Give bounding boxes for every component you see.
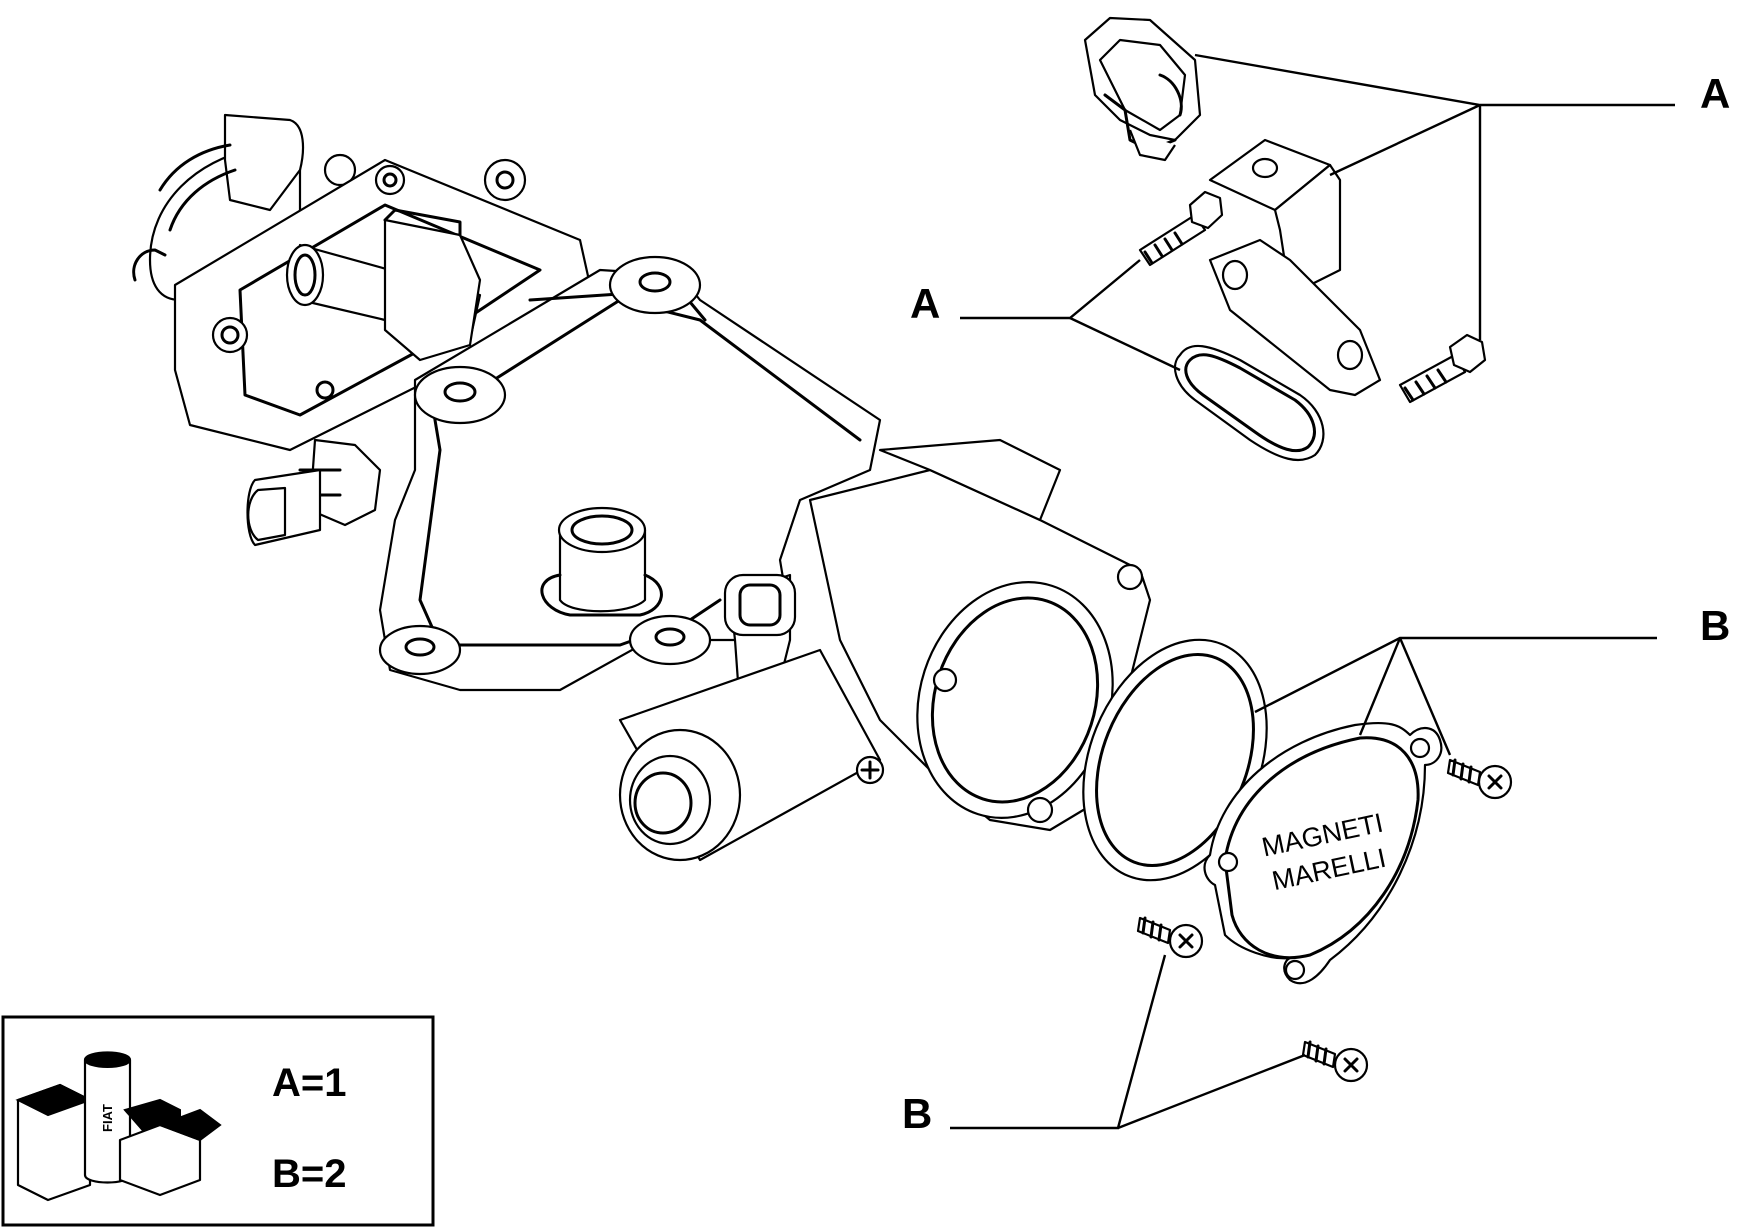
mounting-bracket	[1208, 138, 1382, 397]
callout-label-a-top: A	[1700, 70, 1730, 117]
fiat-logo-label: FIAT	[100, 1104, 115, 1132]
leader-lines	[950, 53, 1675, 1130]
screw-b-right	[1446, 758, 1513, 800]
callout-label-b-right: B	[1700, 602, 1730, 649]
cover-plate: MAGNETI MARELLI	[1203, 721, 1443, 985]
fiat-logo-icon: FIAT	[15, 1051, 222, 1202]
legend-line-a: A=1	[272, 1061, 347, 1105]
quantity-legend: FIAT A=1 B=2	[1, 1015, 435, 1227]
screw-b-left	[1136, 916, 1204, 959]
callout-label-b-bottom: B	[902, 1090, 932, 1137]
screw-b-lower	[1301, 1040, 1369, 1083]
throttle-body-housing	[132, 113, 1152, 862]
bolt-a-lower	[1398, 333, 1487, 404]
legend-line-b: B=2	[272, 1152, 347, 1196]
bolt-a-upper	[1138, 190, 1224, 267]
oval-gasket	[1173, 344, 1325, 462]
sensor-clip-bracket	[1083, 16, 1202, 162]
callout-label-a-mid: A	[910, 280, 940, 327]
